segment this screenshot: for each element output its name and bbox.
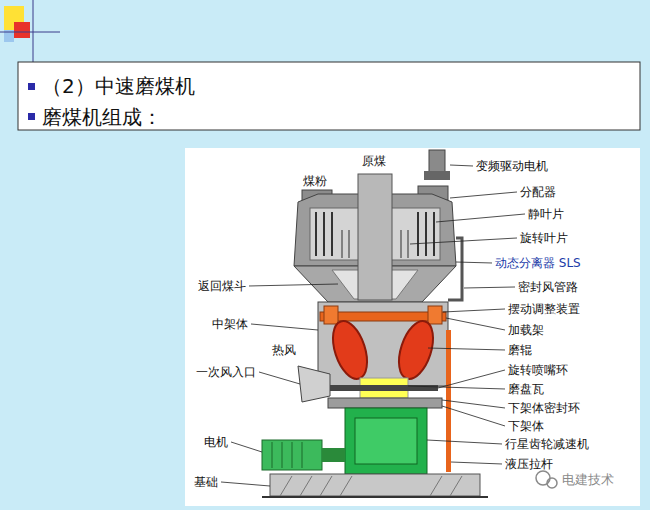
part-label: 变频驱动电机 <box>476 159 548 173</box>
leader-line <box>442 406 505 426</box>
part-label: 煤粉 <box>303 174 327 188</box>
foundation-hatch <box>280 476 462 496</box>
drive-gear <box>424 171 450 180</box>
leader-line <box>443 309 505 312</box>
part-label: 电机 <box>204 435 228 449</box>
leader-line <box>442 400 505 408</box>
coupling <box>322 448 345 462</box>
part-label: 行星齿轮减速机 <box>505 437 589 451</box>
motor-fins <box>272 442 302 468</box>
reducer-inner <box>355 418 417 464</box>
bullet <box>28 113 35 120</box>
part-label: 旋转喷嘴环 <box>508 363 568 377</box>
part-label: 密封风管路 <box>518 280 578 294</box>
part-label: 一次风入口 <box>196 365 256 379</box>
roller <box>326 317 373 383</box>
decor-square <box>14 22 30 38</box>
part-label: 加载架 <box>508 323 544 337</box>
leader-line <box>438 370 505 388</box>
leader-line <box>249 284 338 286</box>
part-label: 磨辊 <box>508 343 532 357</box>
lower-frame <box>328 398 442 408</box>
watermark-icon <box>547 478 557 488</box>
part-label: 热风 <box>272 343 296 357</box>
leader-line <box>427 440 502 444</box>
leader-line <box>450 165 473 167</box>
slide-bullet-text: 磨煤机组成： <box>42 105 162 129</box>
slide-heading: （2）中速磨煤机 <box>42 74 195 98</box>
leader-line <box>446 318 505 330</box>
part-label: 摆动调整装置 <box>508 302 580 316</box>
foundation <box>270 474 480 496</box>
part-label: 基础 <box>194 475 218 489</box>
leader-line <box>464 287 515 288</box>
leader-line <box>231 442 262 452</box>
part-label: 下架体 <box>508 419 544 433</box>
swing-device <box>324 306 338 324</box>
swing-device <box>428 306 442 324</box>
nozzle-ring <box>330 385 438 391</box>
seal-air-pipe <box>448 238 462 300</box>
bullet <box>28 83 35 90</box>
part-label: 静叶片 <box>528 207 564 221</box>
header-box <box>18 62 640 130</box>
roller <box>392 317 439 383</box>
watermark-icon <box>536 471 550 485</box>
reducer <box>345 408 427 474</box>
leader-line <box>408 386 505 389</box>
picture-panel <box>185 148 640 506</box>
leader-line <box>428 348 505 350</box>
decor-line <box>0 32 60 33</box>
part-label: 中架体 <box>212 317 248 331</box>
drive-motor <box>429 150 445 172</box>
part-label: 分配器 <box>520 185 556 199</box>
leader-line <box>456 262 492 264</box>
motor <box>262 440 322 470</box>
part-label: 下架体密封环 <box>508 401 580 415</box>
leader-line <box>450 192 517 198</box>
part-label: 液压拉杆 <box>505 457 553 471</box>
coal-pipe <box>358 174 392 300</box>
part-label: 动态分离器 SLS <box>495 256 581 270</box>
part-label: 原煤 <box>362 154 386 168</box>
watermark: 电建技术 <box>562 472 614 488</box>
leader-line <box>451 462 502 464</box>
mid-frame <box>318 302 448 386</box>
leader-line <box>221 482 270 486</box>
ground-line <box>262 496 488 498</box>
part-label: 返回煤斗 <box>198 279 246 293</box>
leader-line <box>259 372 300 384</box>
hydraulic-rod <box>446 330 451 472</box>
part-label: 旋转叶片 <box>520 231 568 245</box>
loading-frame <box>320 312 446 321</box>
air-inlet <box>298 366 330 402</box>
leader-line <box>436 214 525 222</box>
leader-line <box>410 238 517 244</box>
part-label: 磨盘瓦 <box>508 382 544 396</box>
leader-line <box>251 324 318 330</box>
